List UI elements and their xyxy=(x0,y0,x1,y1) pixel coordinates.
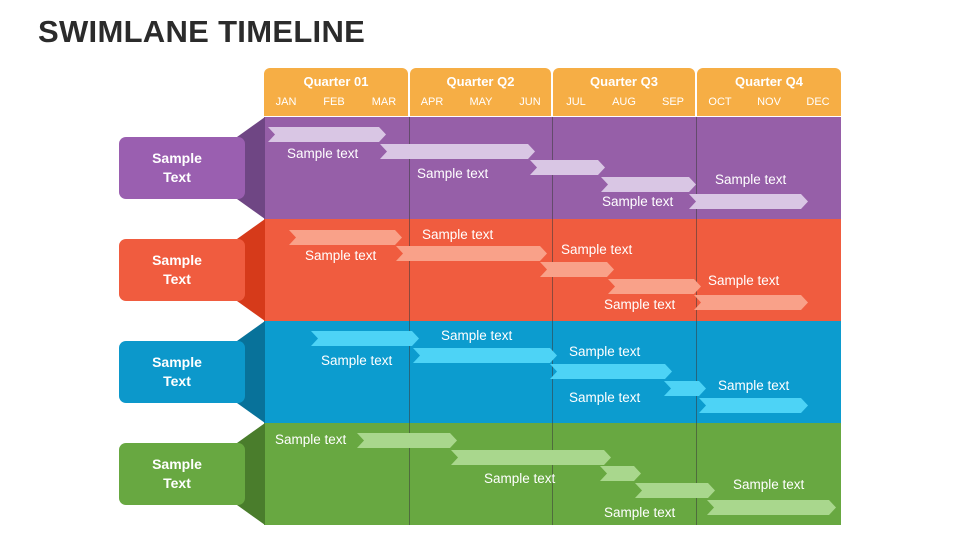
timeline-arrow xyxy=(601,177,696,192)
task-label: Sample text xyxy=(604,297,676,312)
timeline-arrow xyxy=(664,381,706,396)
quarter-header-4: Quarter Q4 OCT NOV DEC xyxy=(697,68,841,116)
month-label: AUG xyxy=(612,96,636,108)
timeline-arrow xyxy=(608,279,701,294)
task-label: Sample text xyxy=(569,390,641,405)
timeline-arrow xyxy=(413,348,557,363)
timeline-arrow xyxy=(600,466,641,481)
timeline-arrow xyxy=(707,500,836,515)
task-label: Sample text xyxy=(715,172,787,187)
task-label: Sample text xyxy=(422,227,494,242)
lane-label-text: Sample Text xyxy=(152,456,202,491)
quarter-header-2: Quarter Q2 APR MAY JUN xyxy=(410,68,551,116)
lane-label-4: Sample Text xyxy=(119,443,245,505)
timeline-arrow xyxy=(289,230,402,245)
timeline-arrow xyxy=(694,295,808,310)
timeline-arrow xyxy=(699,398,808,413)
lane-label-1: Sample Text xyxy=(119,137,245,199)
timeline-arrow xyxy=(311,331,419,346)
timeline-arrow xyxy=(550,364,672,379)
month-label: FEB xyxy=(323,96,345,108)
month-label: DEC xyxy=(806,96,830,108)
quarter-name: Quarter 01 xyxy=(303,74,369,89)
lane-label-3: Sample Text xyxy=(119,341,245,403)
lane-label-text: Sample Text xyxy=(152,150,202,185)
timeline-arrow xyxy=(530,160,605,175)
task-label: Sample text xyxy=(604,505,676,520)
month-label: APR xyxy=(420,96,444,108)
task-label: Sample text xyxy=(417,166,489,181)
timeline-arrow xyxy=(689,194,808,209)
quarter-name: Quarter Q3 xyxy=(590,74,658,89)
task-label: Sample text xyxy=(733,477,805,492)
task-label: Sample text xyxy=(441,328,513,343)
task-label: Sample text xyxy=(561,242,633,257)
lane-label-2: Sample Text xyxy=(119,239,245,301)
page-title: SWIMLANE TIMELINE xyxy=(38,14,366,49)
task-label: Sample text xyxy=(275,432,347,447)
task-label: Sample text xyxy=(708,273,780,288)
task-label: Sample text xyxy=(321,353,393,368)
task-label: Sample text xyxy=(718,378,790,393)
task-label: Sample text xyxy=(484,471,556,486)
month-label: JUL xyxy=(566,96,586,108)
lane-label-text: Sample Text xyxy=(152,354,202,389)
lane-label-text: Sample Text xyxy=(152,252,202,287)
task-label: Sample text xyxy=(287,146,359,161)
month-label: SEP xyxy=(661,96,685,108)
month-label: NOV xyxy=(757,96,781,108)
month-label: OCT xyxy=(708,96,732,108)
task-label: Sample text xyxy=(602,194,674,209)
timeline-arrow xyxy=(268,127,386,142)
timeline-arrow xyxy=(540,262,614,277)
month-label: MAY xyxy=(469,96,493,108)
quarter-name: Quarter Q4 xyxy=(735,74,803,89)
quarter-header-3: Quarter Q3 JUL AUG SEP xyxy=(553,68,695,116)
timeline-arrow xyxy=(635,483,715,498)
timeline-arrow xyxy=(451,450,611,465)
quarter-header-1: Quarter 01 JAN FEB MAR xyxy=(264,68,408,116)
quarter-divider xyxy=(409,117,410,525)
month-label: JAN xyxy=(275,96,297,108)
timeline-arrow xyxy=(357,433,457,448)
task-label: Sample text xyxy=(305,248,377,263)
timeline-arrow xyxy=(396,246,547,261)
month-label: JUN xyxy=(519,96,541,108)
quarter-divider xyxy=(696,117,697,525)
timeline-arrow xyxy=(380,144,535,159)
month-label: MAR xyxy=(371,96,397,108)
quarter-divider xyxy=(552,117,553,525)
quarter-name: Quarter Q2 xyxy=(446,74,515,89)
task-label: Sample text xyxy=(569,344,641,359)
